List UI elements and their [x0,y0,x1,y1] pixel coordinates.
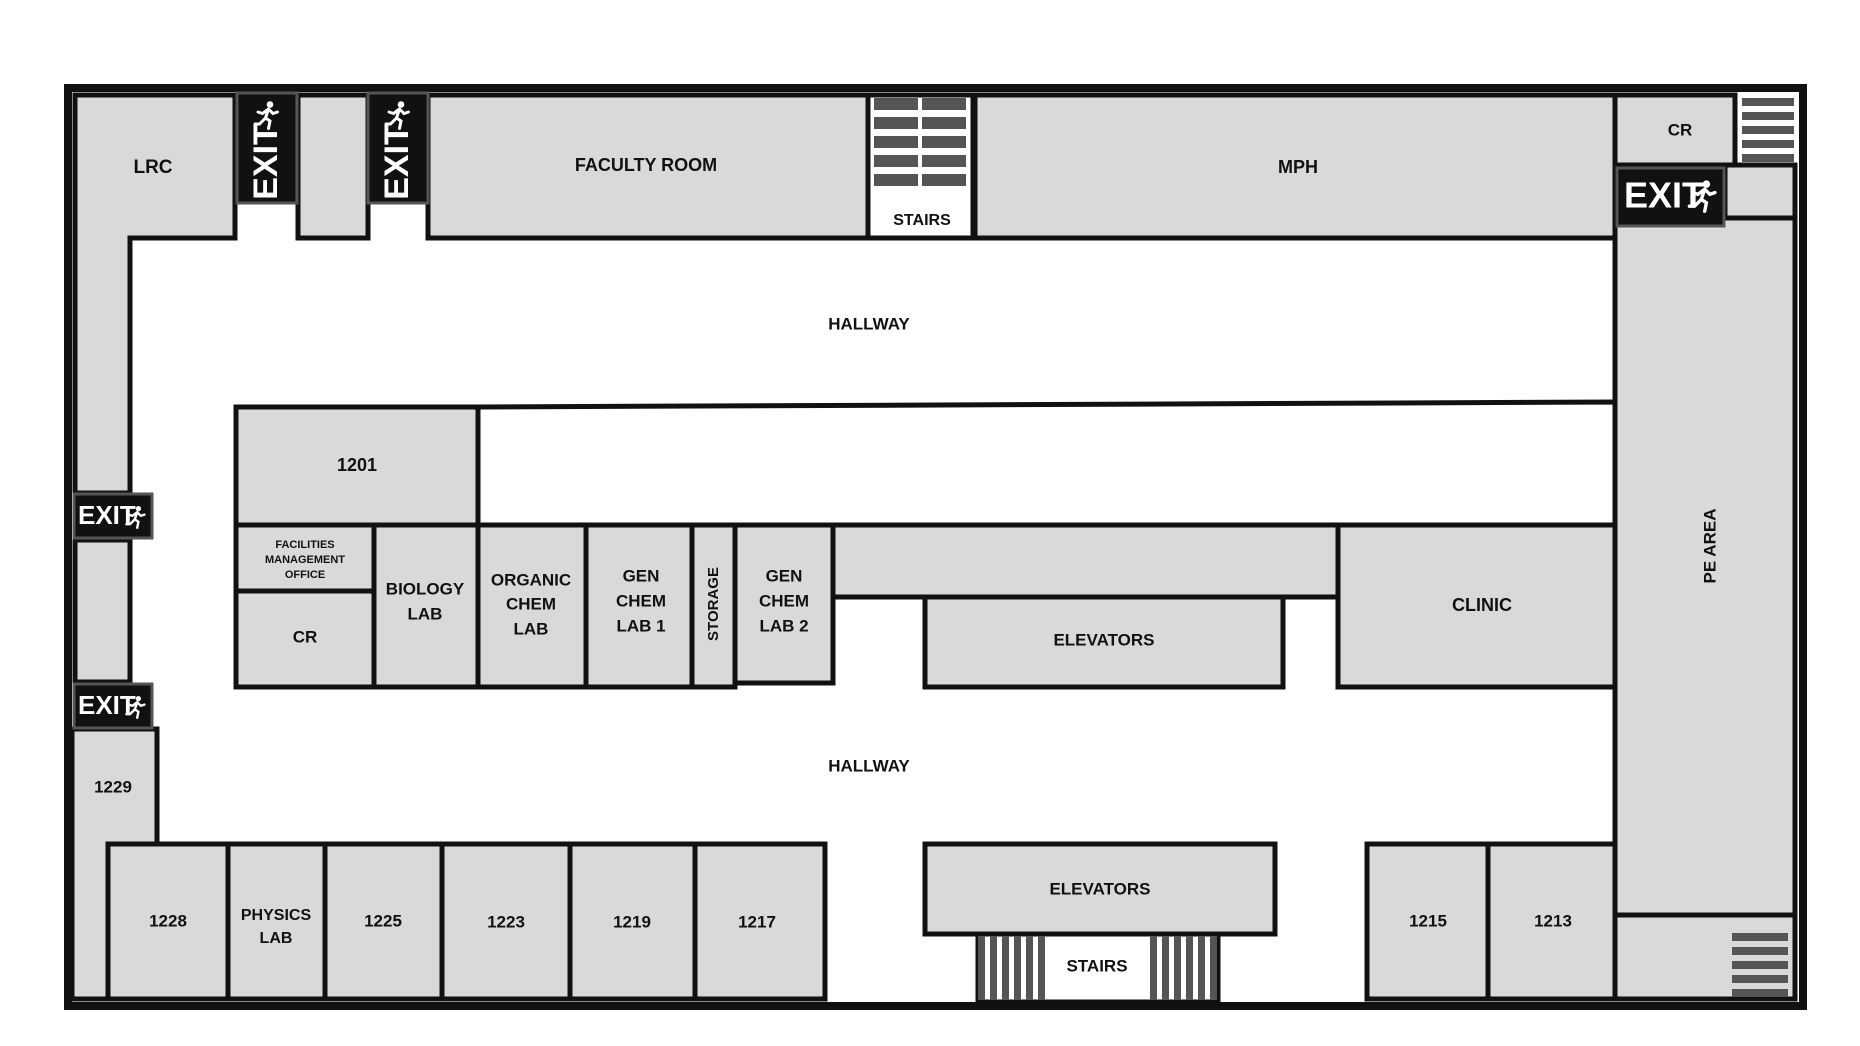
room-1229-label: 1229 [94,777,132,796]
biology-label-line1: BIOLOGY [386,579,465,598]
stairs-top-right-icon [1742,98,1794,162]
cr-mid-label: CR [293,627,318,646]
hallway-top-label: HALLWAY [828,314,910,333]
stairs-bottom-icon [978,936,1217,1000]
organic-label-line3: LAB [514,619,549,638]
exit-sign-top-1: EXIT [235,91,299,205]
mph-room[interactable] [972,92,1618,241]
room-1219[interactable] [567,841,698,1002]
genchem2-label-line2: CHEM [759,591,809,610]
cr-top-label: CR [1668,120,1693,139]
biology-label-line2: LAB [408,604,443,623]
genchem1-label-line1: GEN [623,566,660,585]
top-small-room [295,92,371,241]
exit-label: EXIT [1624,175,1704,216]
room-1225[interactable] [322,841,445,1002]
pe-area-label: PE AREA [1700,509,1719,584]
room-1223-label: 1223 [487,912,525,931]
biology-lab[interactable] [371,522,481,690]
room-1213[interactable] [1485,841,1618,1002]
elevators-mid-label: ELEVATORS [1053,630,1154,649]
exit-sign-left-2: EXIT [72,682,154,730]
hallway-bottom-label: HALLWAY [828,756,910,775]
genchem1-label-line3: LAB 1 [616,616,665,635]
elevators-bottom-label: ELEVATORS [1049,879,1150,898]
exit-sign-left-1: EXIT [72,492,154,540]
top-right-corner-room [1722,162,1798,221]
organic-label-line1: ORGANIC [491,570,571,589]
physics-lab[interactable] [225,841,328,1002]
faculty-room[interactable] [425,92,871,241]
clinic-label: CLINIC [1452,595,1512,615]
room-1228-label: 1228 [149,911,187,930]
gen-chem-lab-2[interactable] [732,522,836,686]
organic-label-line2: CHEM [506,594,556,613]
room-1217[interactable] [692,841,828,1002]
mph-label: MPH [1278,157,1318,177]
physics-label-line1: PHYSICS [241,907,312,924]
room-1225-label: 1225 [364,911,402,930]
exit-sign-top-2: EXIT [366,91,430,205]
central-long-room [830,522,1341,600]
genchem1-label-line2: CHEM [616,591,666,610]
genchem2-label-line1: GEN [766,566,803,585]
elevators-mid[interactable] [922,594,1286,690]
cr-top-room[interactable] [1612,92,1738,168]
facilities-label-line1: FACILITIES [275,539,334,551]
room-1215-label: 1215 [1409,911,1447,930]
facilities-label-line3: OFFICE [285,569,325,581]
stairs-top-label: STAIRS [893,212,951,229]
facilities-management-office[interactable] [233,522,377,594]
exit-sign-top-right: EXIT [1615,166,1726,228]
room-1217-label: 1217 [738,912,776,931]
stairs-bottom-label: STAIRS [1066,956,1127,975]
storage-label: STORAGE [705,567,722,641]
faculty-room-label: FACULTY ROOM [575,155,717,175]
facilities-label-line2: MANAGEMENT [265,554,345,566]
genchem2-label-line3: LAB 2 [759,616,808,635]
stairs-top-icon [874,98,966,186]
storage-room[interactable] [689,522,738,690]
stairs-bottom-right-icon [1732,933,1788,997]
room-1201-label: 1201 [337,455,377,475]
room-1219-label: 1219 [613,912,651,931]
left-corridor-room [72,537,133,685]
bottom-right-corner-room [1612,912,1798,1002]
clinic-room[interactable] [1335,522,1618,690]
physics-label-line2: LAB [260,930,293,947]
exit-label: EXIT [378,124,416,200]
room-1213-label: 1213 [1534,911,1572,930]
central-open-area [475,399,1618,528]
lrc-label: LRC [133,157,172,178]
exit-label: EXIT [247,124,285,200]
